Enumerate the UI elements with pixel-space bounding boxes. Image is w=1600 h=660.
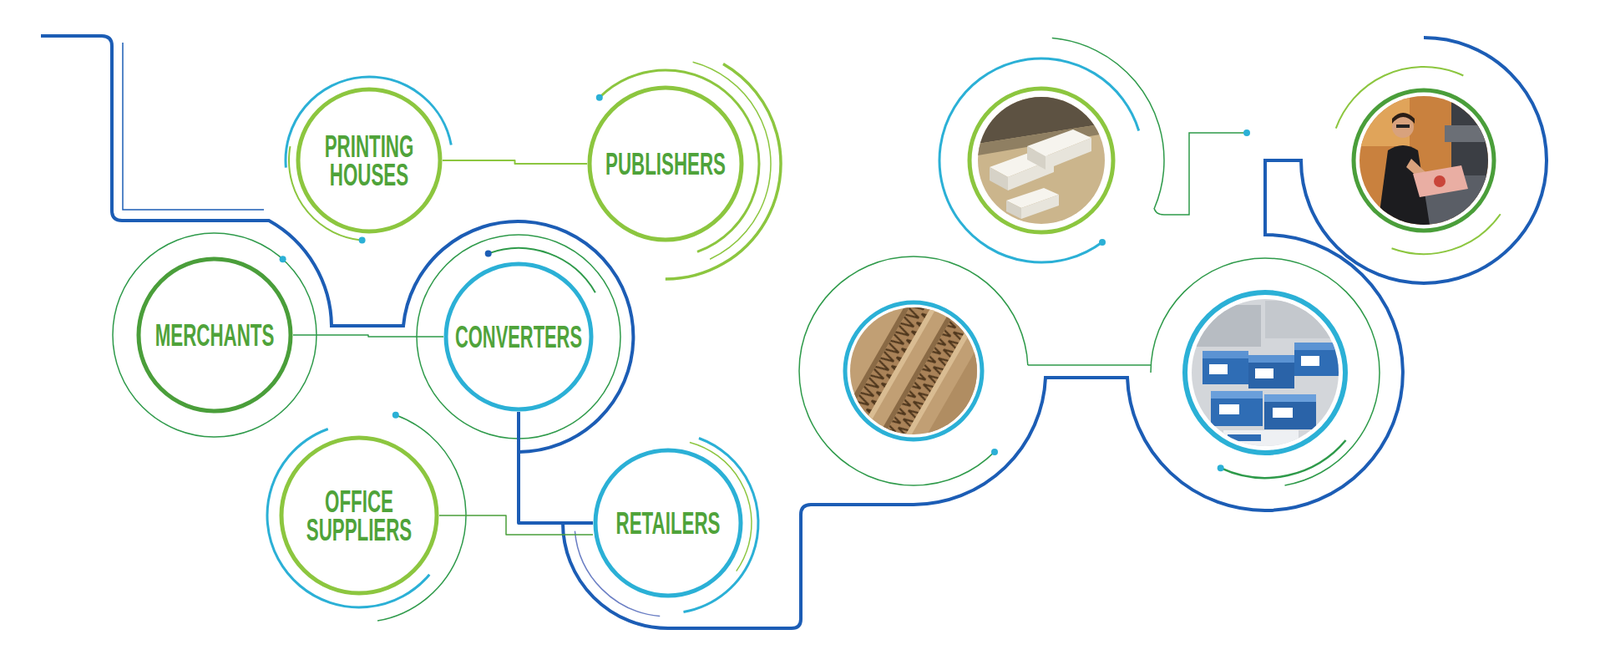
circle-node: PRINTING HOUSES <box>295 86 443 234</box>
connector <box>518 411 593 523</box>
ring-dot <box>1098 238 1106 246</box>
corrugated-board-photo <box>830 267 1022 488</box>
ring-arc <box>1293 30 1555 291</box>
photo-ring <box>845 302 983 440</box>
ring-dot <box>596 94 603 102</box>
node-label: RETAILERS <box>590 506 746 538</box>
node-label: MERCHANTS <box>136 318 293 350</box>
thin-blue-line <box>122 42 264 210</box>
node-label: CONVERTERS <box>442 320 595 352</box>
ring-arc <box>751 208 1075 532</box>
connector <box>439 515 593 535</box>
ring-dot <box>392 411 400 419</box>
paper-stack-photo <box>977 96 1105 224</box>
ring-arc <box>1150 258 1380 487</box>
connector <box>293 334 444 337</box>
circle-node: OFFICE SUPPLIERS <box>278 435 440 596</box>
photo-ring <box>1353 90 1494 231</box>
printing-press-photo <box>1359 96 1494 226</box>
circle-node: CONVERTERS <box>443 261 594 412</box>
ring-arc <box>567 421 770 625</box>
circle-ring <box>298 89 441 232</box>
ring-arc <box>112 232 317 437</box>
ring-arc <box>416 234 621 439</box>
blue-flow-line <box>562 37 1547 628</box>
circle-node: MERCHANTS <box>136 256 294 414</box>
ring-dot <box>279 255 287 263</box>
paper-boxes-photo <box>1189 297 1341 452</box>
node-label: PRINTING HOUSES <box>312 130 426 190</box>
circle-node: RETAILERS <box>592 447 744 598</box>
ring-arc <box>278 70 461 252</box>
ring-arc <box>908 27 1175 294</box>
circle-ring <box>281 437 437 593</box>
connector <box>442 160 588 164</box>
ring-dot <box>991 448 998 456</box>
node-label: OFFICE SUPPLIERS <box>302 485 416 545</box>
blue-flow-line <box>40 35 633 452</box>
ring-arc <box>282 73 456 248</box>
ring-dot <box>1243 129 1251 137</box>
ring-arc <box>1303 40 1544 280</box>
ring-arc <box>1116 223 1413 521</box>
ring-dot <box>359 237 366 244</box>
circle-node: PUBLISHERS <box>587 85 745 243</box>
thin-green-line <box>1027 364 1151 366</box>
thin-green-line <box>1154 132 1245 215</box>
node-label: PUBLISHERS <box>587 147 744 179</box>
photo-ring <box>1184 292 1346 453</box>
ring-dot <box>1217 464 1225 471</box>
ring-arc <box>566 420 771 626</box>
ring-dot <box>485 249 492 257</box>
photo-ring <box>969 88 1114 233</box>
